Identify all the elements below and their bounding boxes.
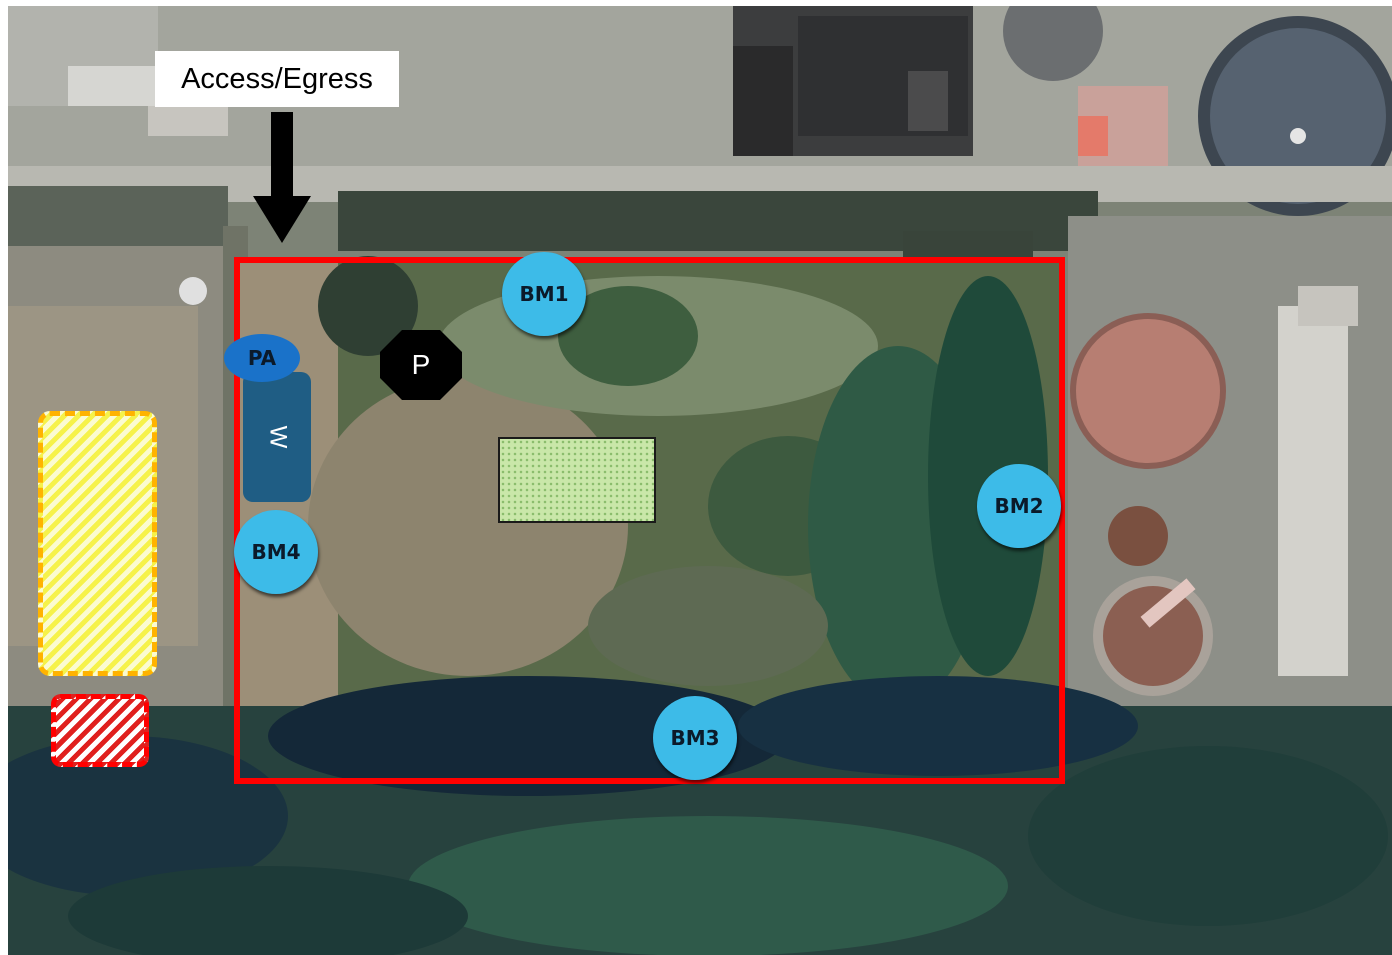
site-boundary (234, 257, 1065, 784)
access-arrow-shaft (271, 112, 293, 198)
pa-marker: PA (224, 334, 300, 382)
bm4-marker: BM4 (234, 510, 318, 594)
bm3-marker: BM3 (653, 696, 737, 780)
bm3-label: BM3 (670, 726, 720, 750)
access-egress-label: Access/Egress (155, 51, 399, 107)
w-unit-label: W (264, 425, 291, 449)
access-egress-text: Access/Egress (181, 62, 373, 95)
parking-icon (380, 330, 462, 400)
bm2-label: BM2 (994, 494, 1044, 518)
yellow-hatched-zone (38, 411, 157, 676)
bm2-marker: BM2 (977, 464, 1061, 548)
parking-label: P (411, 349, 431, 380)
staging-area (498, 437, 656, 523)
parking-marker: P (380, 330, 462, 400)
bm4-label: BM4 (251, 540, 301, 564)
red-hatched-zone (51, 694, 149, 767)
satellite-map: Access/Egress W PA P BM1 BM2 BM3 BM4 (8, 6, 1392, 955)
bm1-label: BM1 (519, 282, 569, 306)
w-unit: W (243, 372, 311, 502)
bm1-marker: BM1 (502, 252, 586, 336)
access-arrow-head (253, 196, 311, 243)
pa-label: PA (247, 346, 277, 370)
